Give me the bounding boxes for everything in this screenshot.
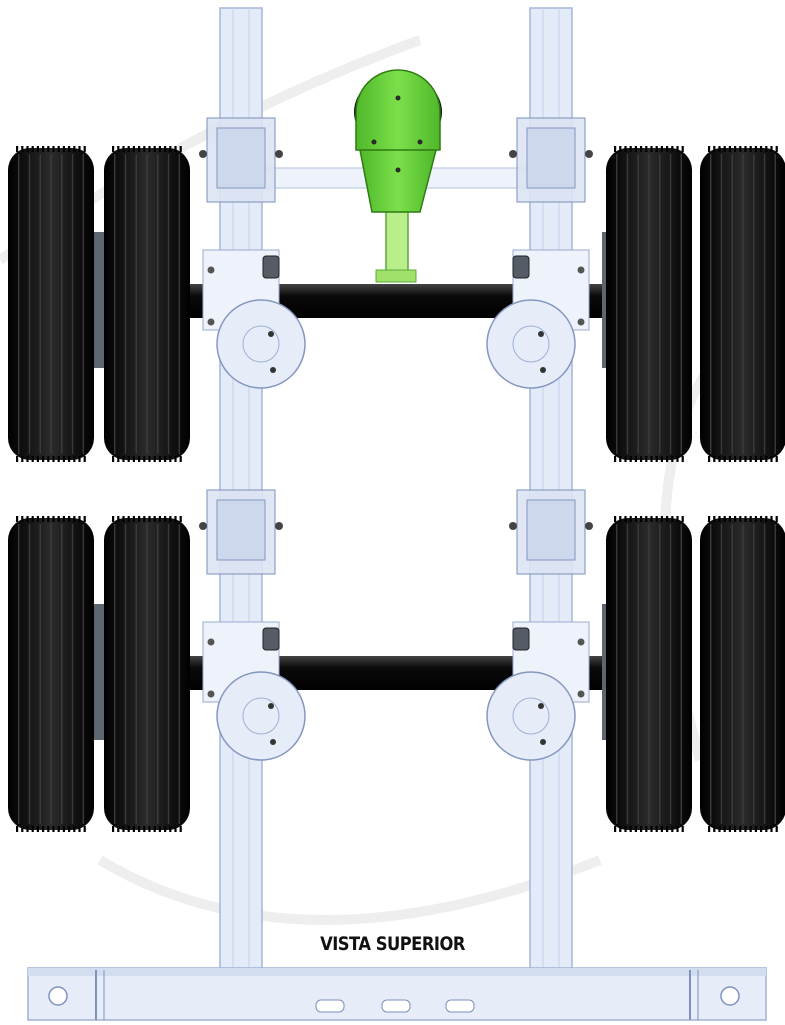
tire xyxy=(104,516,190,832)
tire xyxy=(8,516,94,832)
wheel-hub xyxy=(94,232,104,368)
tire xyxy=(606,146,692,462)
suspension-unit xyxy=(486,489,593,761)
tire xyxy=(606,516,692,832)
brake-drum xyxy=(216,299,306,389)
view-caption: VISTA SUPERIOR xyxy=(320,933,465,955)
bumper-hole-right xyxy=(720,986,740,1006)
wheel-hub xyxy=(94,604,104,740)
suspension-unit xyxy=(486,117,593,389)
tire xyxy=(700,146,785,462)
brake-drum xyxy=(216,671,306,761)
brake-drum xyxy=(486,671,576,761)
axle-1 xyxy=(186,284,606,318)
axle-2 xyxy=(186,656,606,690)
suspension-unit xyxy=(199,117,306,389)
tire xyxy=(8,146,94,462)
tire xyxy=(104,146,190,462)
suspension-unit xyxy=(199,489,306,761)
tire xyxy=(700,516,785,832)
wheels xyxy=(8,146,785,832)
bumper-hole-left xyxy=(48,986,68,1006)
hitch-assembly xyxy=(354,69,442,283)
brake-drum xyxy=(486,299,576,389)
suspension-brackets xyxy=(199,117,593,761)
rear-bumper xyxy=(27,967,767,1021)
